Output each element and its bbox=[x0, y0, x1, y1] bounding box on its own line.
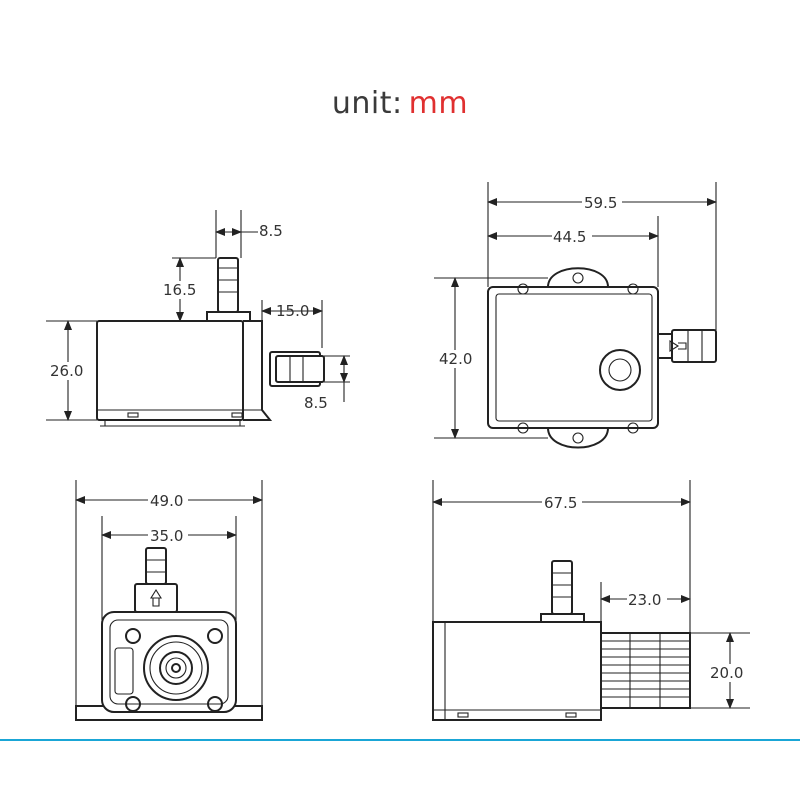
front-top-pipe bbox=[145, 547, 167, 585]
unit-value: mm bbox=[408, 86, 469, 121]
elevation-view: 67.5 23.0 20.0 bbox=[432, 480, 750, 721]
dim-side-body-height: 26.0 bbox=[50, 362, 83, 380]
dim-side-pipe-height: 16.5 bbox=[163, 281, 196, 299]
dim-side-outlet-offset: 15.0 bbox=[276, 302, 309, 320]
dim-elevation-filter-length: 23.0 bbox=[628, 591, 661, 609]
dim-top-total: 59.5 bbox=[584, 194, 617, 212]
dim-top-width: 42.0 bbox=[439, 350, 472, 368]
elevation-body bbox=[432, 621, 602, 721]
unit-title: unit:mm bbox=[0, 86, 800, 121]
unit-label: unit: bbox=[331, 86, 403, 121]
side-outlet-pipe bbox=[275, 355, 325, 383]
dim-front-base: 49.0 bbox=[150, 492, 183, 510]
elevation-filter bbox=[600, 632, 691, 709]
dim-elevation-filter-height: 20.0 bbox=[710, 664, 743, 682]
dim-side-pipe-width: 8.5 bbox=[259, 222, 283, 240]
dim-elevation-total: 67.5 bbox=[544, 494, 577, 512]
dim-top-body: 44.5 bbox=[553, 228, 586, 246]
elevation-top-pipe bbox=[551, 560, 573, 615]
side-view: 8.5 16.5 15.0 8.5 26.0 bbox=[46, 210, 350, 427]
front-view: 49.0 35.0 bbox=[75, 480, 263, 721]
side-top-pipe bbox=[217, 257, 239, 313]
top-body bbox=[487, 286, 659, 429]
dim-front-body: 35.0 bbox=[150, 527, 183, 545]
top-round-port bbox=[599, 349, 641, 391]
side-body bbox=[96, 320, 244, 421]
bottom-accent-line bbox=[0, 739, 800, 741]
dim-side-outlet-width: 8.5 bbox=[304, 394, 328, 412]
front-impeller-ring bbox=[143, 635, 209, 701]
top-outlet-pipe bbox=[671, 329, 717, 363]
top-view: 59.5 44.5 42.0 bbox=[434, 182, 717, 449]
